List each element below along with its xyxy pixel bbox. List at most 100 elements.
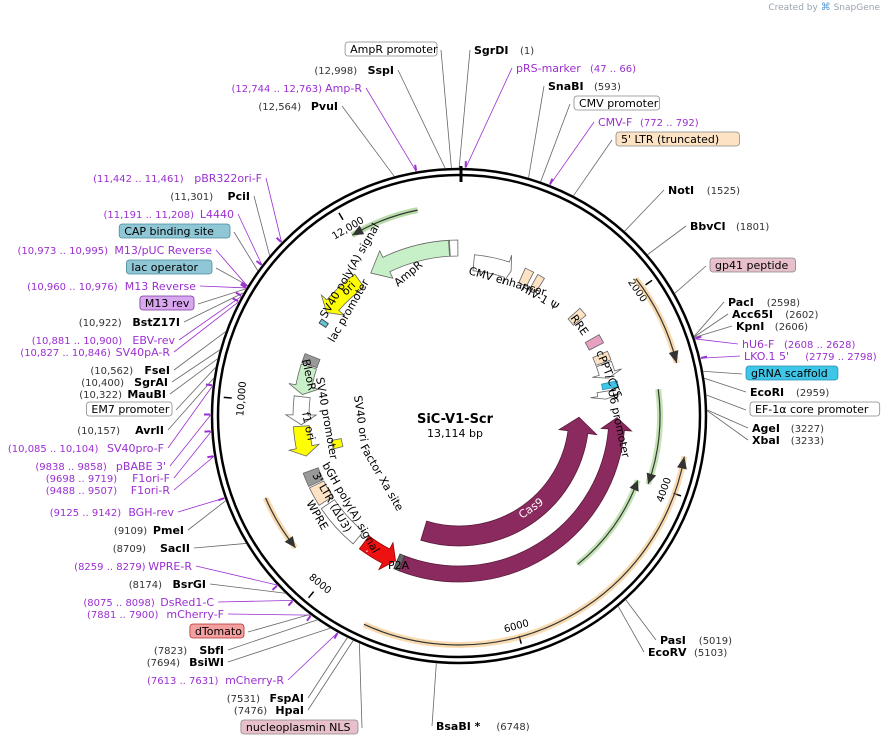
feature-label-box	[189, 623, 245, 639]
tick-mark	[307, 591, 315, 599]
label-position: (9109)	[114, 526, 147, 537]
label-name: F1ori-R	[131, 484, 171, 497]
leader-line	[307, 637, 348, 699]
feature-label-box	[573, 95, 660, 111]
primer-mark	[240, 283, 247, 289]
map-label: AmpR promoter	[344, 41, 438, 57]
label-name: SbfI	[199, 644, 224, 657]
label-name: BGH-rev	[128, 506, 174, 519]
feature-label-box	[615, 131, 740, 147]
label-name: SgrAI	[134, 376, 168, 389]
label-position: (10,400)	[81, 378, 124, 389]
feature-label-text: dTomato	[195, 625, 242, 638]
map-label: XbaI(3233)	[752, 434, 824, 447]
map-label: MauBI(10,322)	[79, 388, 166, 401]
map-label: DsRed1-C(8075 .. 8098)	[83, 596, 214, 609]
ampr-promoter-box	[448, 239, 459, 257]
grna-scaffold-box	[601, 380, 619, 391]
label-name: FseI	[144, 364, 170, 377]
leader-line	[706, 409, 749, 429]
plasmid-name: SiC-V1-Scr	[417, 412, 494, 427]
label-position: (1801)	[736, 222, 769, 233]
label-name: PasI	[660, 634, 686, 647]
map-label: BGH-rev (9125 .. 9142)	[50, 506, 175, 519]
label-name: mCherry-F	[166, 608, 224, 621]
map-label: pBABE 3'(9838 .. 9858)	[35, 460, 166, 473]
leader-line	[705, 394, 747, 411]
leader-line	[227, 627, 331, 663]
label-position: (8075 .. 8098)	[83, 598, 155, 609]
map-label: F1ori-F(9698 .. 9719)	[46, 472, 170, 485]
feature-label-box	[745, 365, 839, 381]
label-position: (9125 .. 9142)	[50, 508, 122, 519]
feature-label-box	[344, 41, 438, 57]
label-name: EBV-rev	[132, 334, 175, 347]
leader-line	[540, 103, 571, 182]
leader-line	[167, 377, 215, 431]
leader-line	[217, 599, 294, 603]
f1-ori-arrow	[287, 425, 321, 457]
label-name: PacI	[728, 296, 754, 309]
primer-mark	[241, 281, 248, 287]
leader-line	[287, 632, 339, 681]
feature-label-text: gp41 peptide	[715, 259, 789, 272]
primer-mark	[306, 615, 312, 622]
leader-line	[187, 500, 227, 531]
map-label: PciI(11,301)	[170, 190, 250, 203]
leader-line	[227, 613, 312, 616]
label-name: NotI	[668, 184, 694, 197]
label-name: BbvCI	[690, 220, 726, 233]
map-label: CMV promoter	[573, 95, 660, 111]
label-position: (2598)	[767, 298, 800, 309]
label-position: (3227)	[791, 424, 824, 435]
map-label: M13 Reverse(10,960 .. 10,976)	[27, 280, 196, 293]
leader-line	[706, 410, 749, 441]
rre-box	[567, 307, 587, 326]
ampr-arrow	[370, 239, 450, 279]
orf-arc-bottom-long	[363, 456, 685, 646]
label-name: CMV-F	[598, 116, 632, 129]
leader-line	[233, 231, 259, 272]
label-position: (47 .. 66)	[590, 64, 636, 75]
map-label: dTomato	[189, 623, 245, 639]
map-label: 5' LTR (truncated)	[615, 131, 740, 147]
map-label: M13/pUC Reverse(10,973 .. 10,995)	[18, 244, 213, 257]
map-label: BbvCI (1801)	[690, 220, 769, 233]
cppt-box	[592, 350, 612, 366]
leader-line	[253, 195, 271, 256]
label-name: hU6-F	[742, 338, 774, 351]
leader-line	[197, 288, 247, 305]
map-label: CMV-F(772 .. 792)	[598, 116, 699, 129]
map-label: EM7 promoter	[86, 401, 173, 417]
label-position: (2606)	[775, 322, 808, 333]
label-name: EcoRV	[648, 646, 687, 659]
feature-label-text: lac operator	[131, 261, 198, 274]
map-label: KpnI(2606)	[736, 320, 808, 333]
leader-line	[183, 292, 245, 323]
cas9-inner-arrow	[420, 416, 598, 547]
leader-line	[624, 189, 665, 232]
leader-line	[209, 583, 286, 594]
snapgene-logo-icon: ⌘	[820, 2, 831, 13]
rre-label: RRE	[568, 312, 591, 338]
label-position: (2959)	[796, 388, 829, 399]
map-label: SspI(12,998)	[314, 64, 394, 77]
orf-arc-top-right-head	[668, 350, 679, 364]
leader-line	[173, 430, 212, 479]
orf-arc-top-right-halo	[633, 276, 680, 364]
label-name: SV40pA-R	[116, 346, 171, 359]
leader-line	[703, 377, 747, 393]
feature-label-text: gRNA scaffold	[751, 367, 828, 380]
label-position: (10,157)	[77, 426, 120, 437]
cas9-outer-label: Cas9	[544, 553, 573, 580]
map-label: SgrDI(1)	[474, 44, 534, 57]
leader-line	[195, 565, 278, 586]
primer-mark	[205, 383, 213, 387]
primer-mark	[271, 585, 278, 591]
label-position: (10,322)	[79, 390, 122, 401]
map-label: PasI(5019)	[660, 634, 732, 647]
leader-line	[693, 313, 729, 338]
leader-line	[173, 331, 227, 371]
leader-line	[177, 497, 226, 513]
leader-line	[431, 662, 437, 727]
